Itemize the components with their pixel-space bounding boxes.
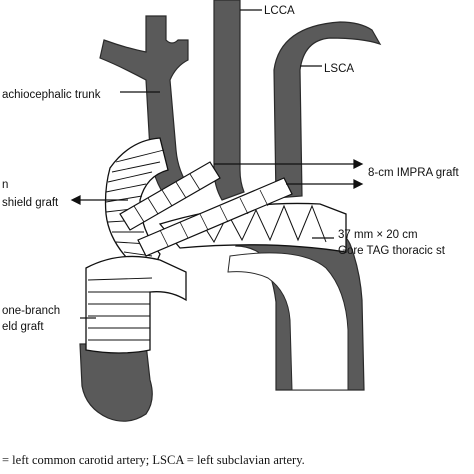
label-tag-line1: 37 mm × 20 cm	[338, 229, 418, 241]
aortic-root	[79, 343, 153, 422]
impra-graft-upper	[119, 161, 221, 231]
label-lcca: LCCA	[264, 5, 295, 17]
impra-grafts	[119, 161, 293, 257]
leader-lines	[70, 9, 364, 319]
stent-zigzag-1	[199, 204, 327, 244]
label-tag-line2: Gore TAG thoracic st	[338, 245, 446, 257]
impra-graft-lower	[137, 177, 293, 257]
label-onebranch-line1: one-branch	[2, 305, 60, 317]
label-left-graft-line2: shield graft	[2, 197, 59, 209]
one-branch-graft	[85, 255, 187, 354]
lsca-vessel	[273, 21, 382, 199]
lcca-vessel	[213, 0, 245, 201]
aortic-lumen	[227, 252, 349, 391]
label-left-graft-line1: n	[2, 179, 8, 191]
label-impra: 8-cm IMPRA graft	[368, 167, 460, 179]
label-brachiocephalic: achiocephalic trunk	[2, 89, 101, 101]
figure-caption: = left common carotid artery; LSCA = lef…	[2, 453, 305, 467]
label-onebranch-line2: eld graft	[2, 321, 44, 333]
label-lsca: LSCA	[324, 63, 354, 75]
